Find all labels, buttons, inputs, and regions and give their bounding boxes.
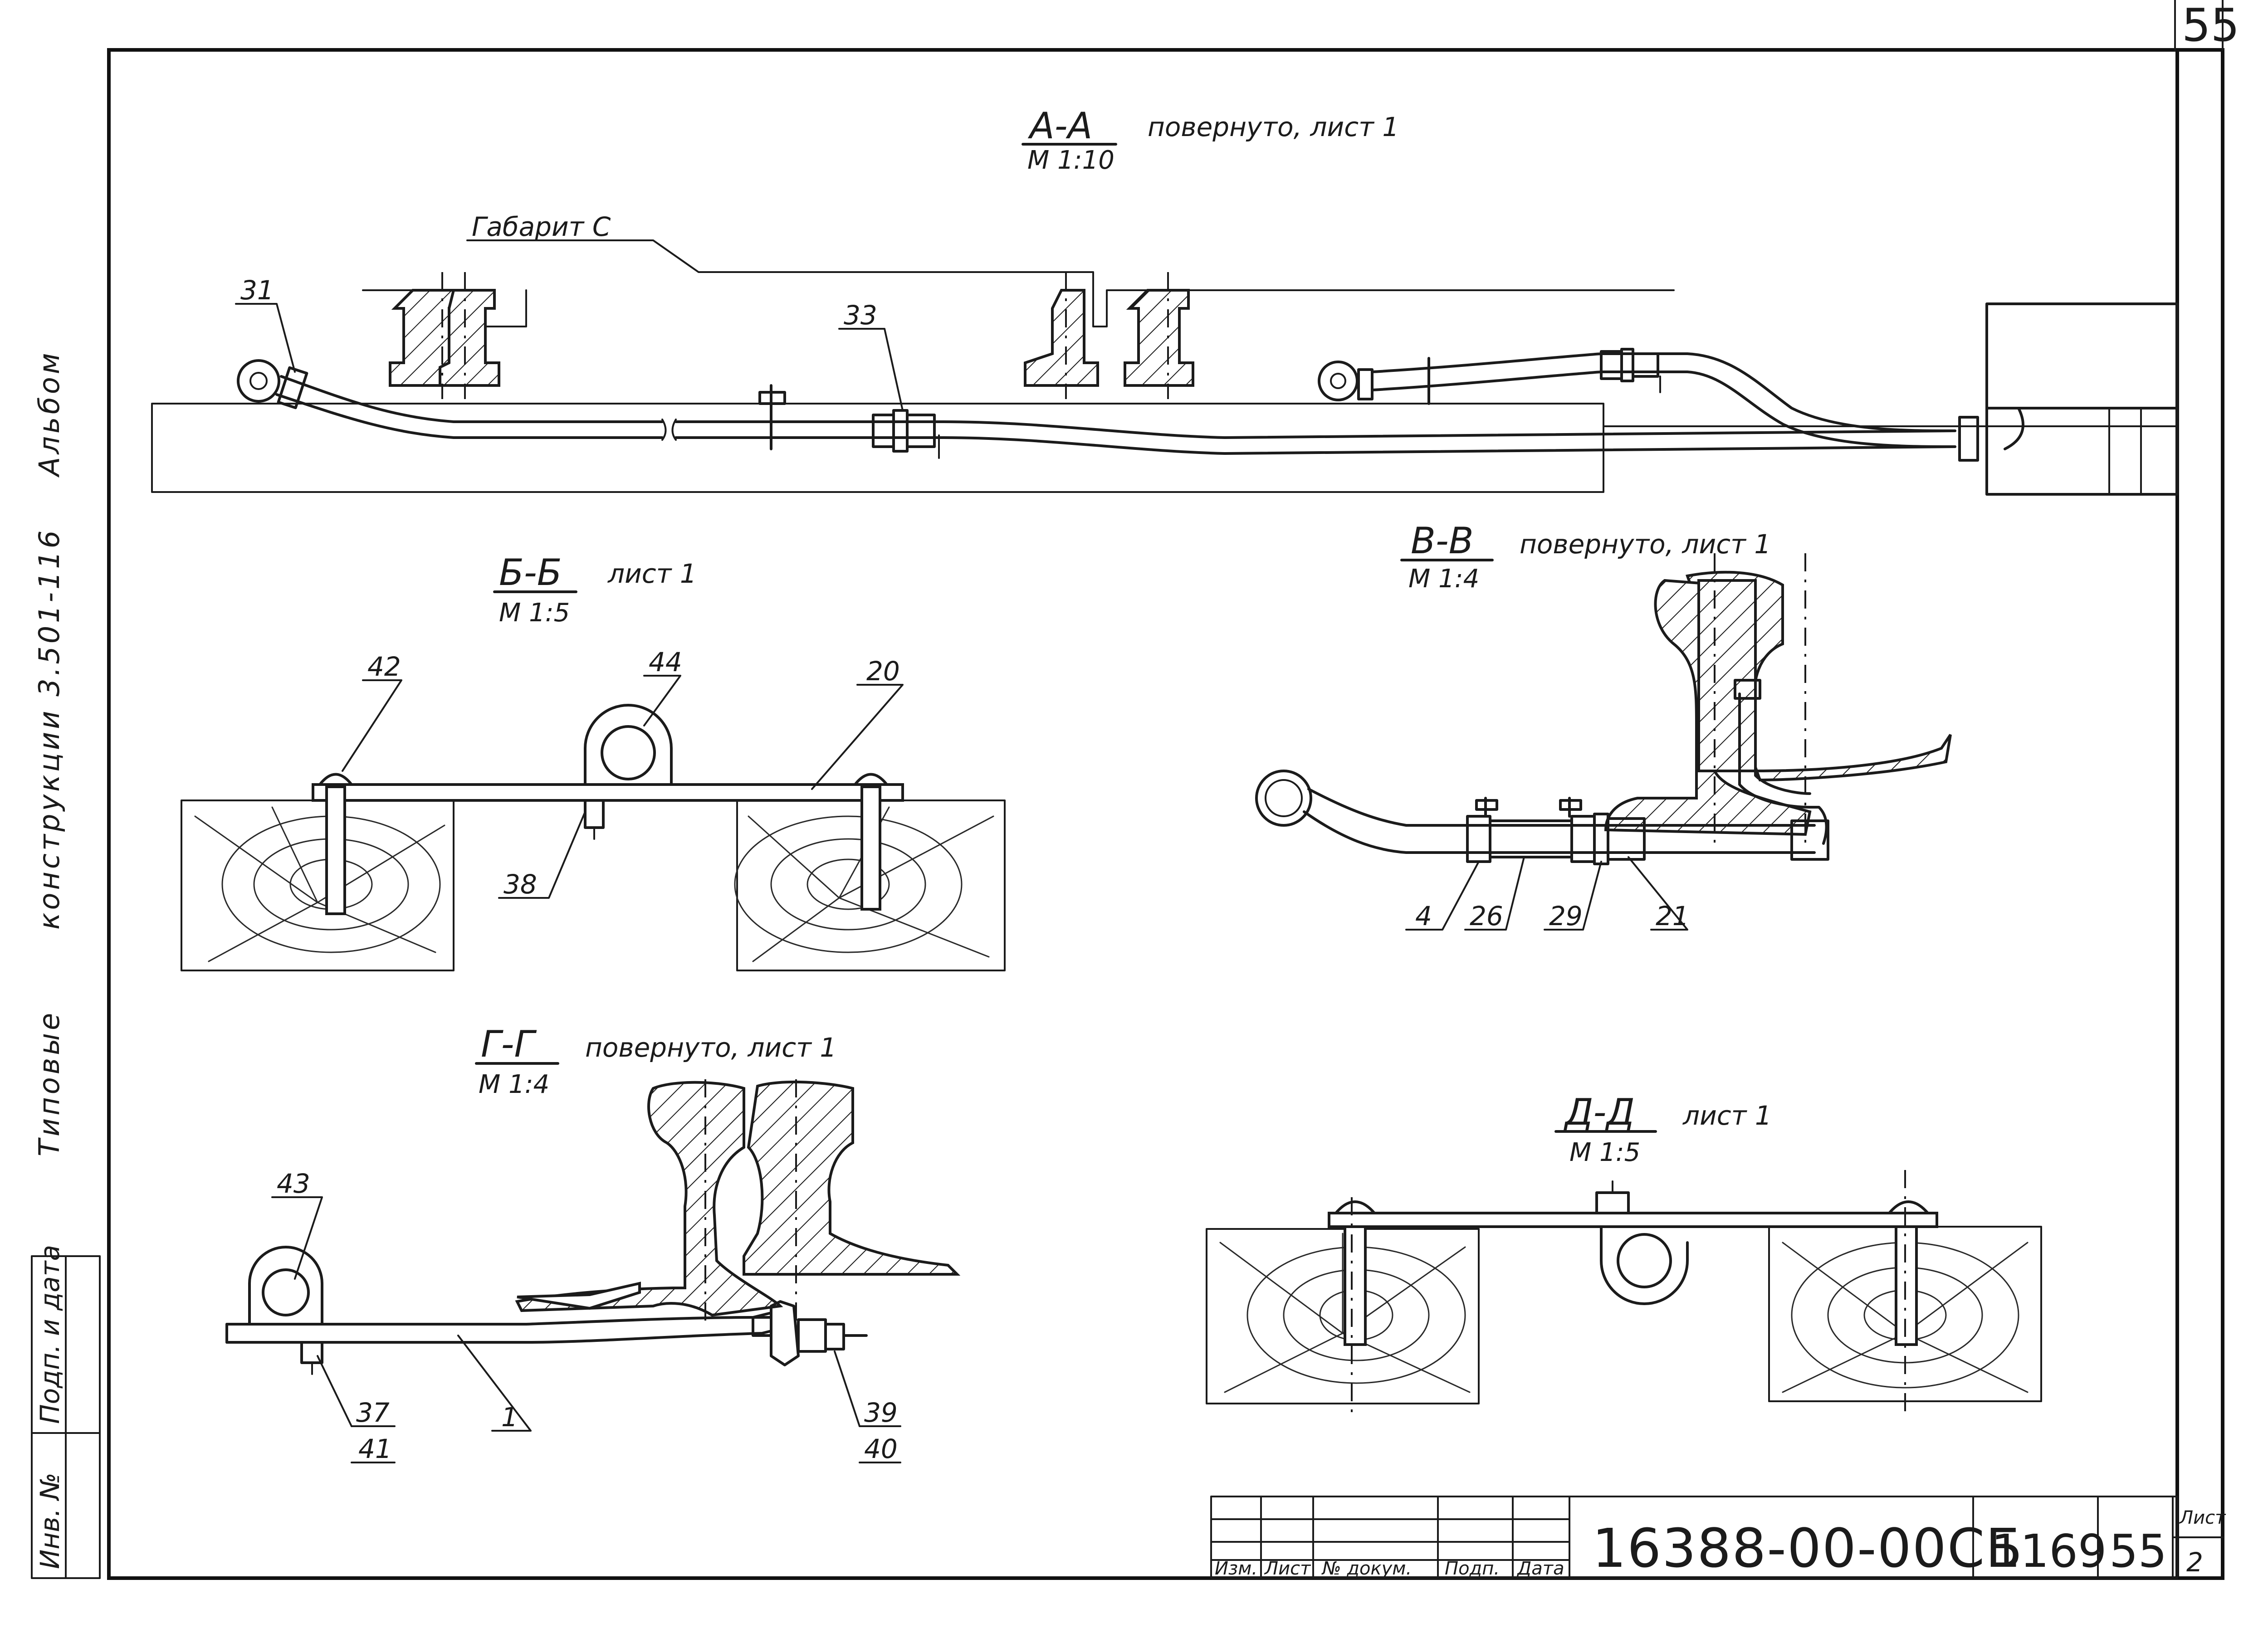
left-margin: Альбом конструкции 3.501-116 Типовые Под… — [31, 350, 101, 1579]
section-vv-title: В-В — [1411, 520, 1474, 562]
section-gg-title: Г-Г — [481, 1023, 537, 1065]
callout-42: 42 — [367, 651, 401, 682]
inventory-number-label: Инв. № — [34, 1472, 65, 1569]
section-dd-scale: М 1:5 — [1569, 1138, 1640, 1167]
document-code: 1169 — [1991, 1525, 2107, 1578]
section-vv-scale: М 1:4 — [1408, 564, 1479, 594]
tb-col-date: Дата — [1516, 1558, 1564, 1579]
series-label: конструкции 3.501-116 — [33, 528, 66, 930]
callout-1: 1 — [501, 1402, 518, 1433]
sheet-value: 2 — [2186, 1547, 2203, 1578]
section-gg-note: повернуто, лист 1 — [585, 1032, 836, 1063]
callout-4: 4 — [1415, 901, 1432, 931]
series-prefix-label: Типовые — [33, 1010, 66, 1156]
sign-date-label: Подп. и дата — [34, 1245, 65, 1424]
tb-col-izm: Изм. — [1215, 1558, 1257, 1579]
section-gg: Г-Г М 1:4 повернуто, лист 1 43 37 41 1 3… — [225, 1023, 961, 1464]
callout-38: 38 — [503, 869, 537, 900]
section-bb-scale: М 1:5 — [499, 598, 570, 628]
corner-page-number: 55 — [2182, 0, 2239, 52]
section-bb-note: лист 1 — [607, 558, 697, 589]
callout-40: 40 — [864, 1433, 898, 1464]
tb-col-doc: № докум. — [1321, 1558, 1412, 1579]
sheet-label: Лист — [2179, 1507, 2226, 1528]
section-dd-note: лист 1 — [1682, 1100, 1772, 1131]
page-number: 55 — [2109, 1525, 2167, 1578]
callout-29: 29 — [1549, 901, 1583, 931]
callout-41: 41 — [358, 1433, 392, 1464]
section-vv: В-В М 1:4 повернуто, лист 1 4 26 29 21 — [1255, 520, 1952, 931]
tb-col-sign: Подп. — [1445, 1558, 1500, 1579]
section-dd: Д-Д М 1:5 лист 1 — [1206, 1091, 2042, 1415]
callout-37: 37 — [356, 1397, 390, 1428]
section-dd-title: Д-Д — [1564, 1091, 1635, 1133]
callout-44: 44 — [649, 647, 682, 678]
album-label: Альбом — [33, 350, 66, 478]
callout-31: 31 — [240, 275, 274, 306]
section-aa-scale: М 1:10 — [1027, 146, 1114, 175]
gabarit-label: Габарит С — [472, 211, 611, 242]
document-number: 16388-00-00СБ — [1592, 1517, 2023, 1579]
section-bb: Б-Б М 1:5 лист 1 42 44 20 38 — [181, 551, 1006, 971]
callout-39: 39 — [864, 1397, 898, 1428]
section-vv-note: повернуто, лист 1 — [1520, 529, 1771, 560]
section-aa-note: повернуто, лист 1 — [1148, 112, 1399, 142]
section-aa-title: А-А — [1027, 105, 1092, 147]
sheet-frame: 55 — [107, 0, 2239, 1580]
section-aa: А-А М 1:10 повернуто, лист 1 Габарит С — [151, 105, 2179, 496]
callout-26: 26 — [1470, 901, 1503, 931]
callout-33: 33 — [844, 300, 877, 331]
section-bb-title: Б-Б — [499, 551, 562, 594]
callout-43: 43 — [277, 1168, 310, 1199]
section-gg-scale: М 1:4 — [479, 1070, 549, 1099]
tb-col-list: Лист — [1264, 1558, 1311, 1579]
callout-20: 20 — [866, 656, 900, 687]
title-block: Изм. Лист № докум. Подп. Дата 16388-00-0… — [1210, 1496, 2226, 1579]
